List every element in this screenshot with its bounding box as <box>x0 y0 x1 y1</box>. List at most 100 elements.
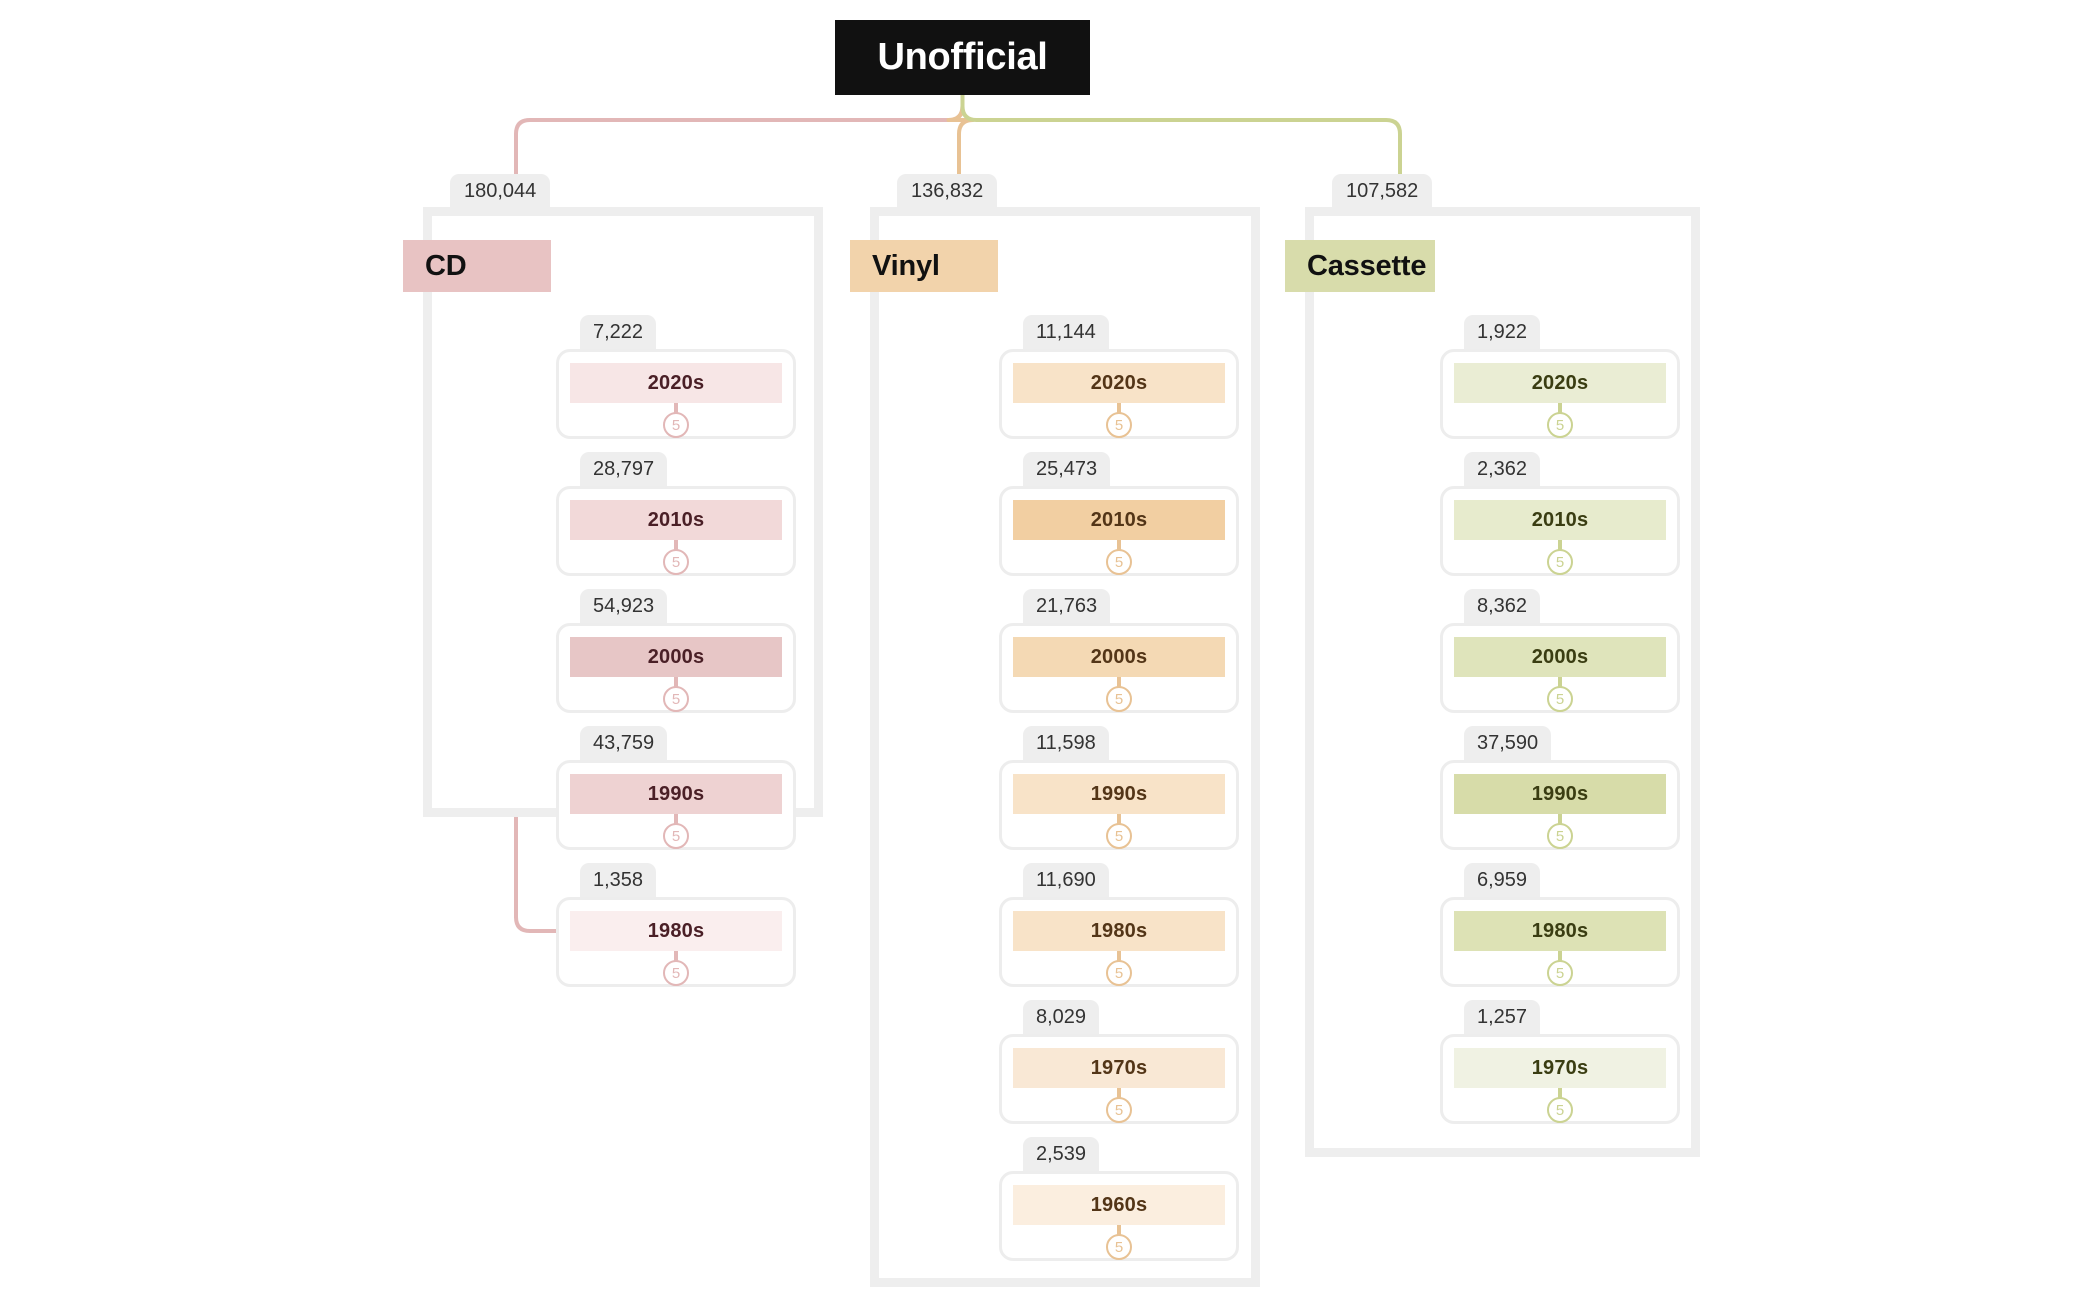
decade-count-badge: 7,222 <box>580 315 657 351</box>
leaf-connector-stem <box>1117 403 1121 413</box>
decade-count-badge: 43,759 <box>580 726 668 762</box>
decade-label: 2010s <box>647 508 705 531</box>
leaf-count-badge[interactable]: 5 <box>1106 686 1132 712</box>
leaf-connector-stem <box>674 540 678 550</box>
leaf-count-badge[interactable]: 5 <box>663 960 689 986</box>
leaf-connector-stem <box>1117 951 1121 961</box>
decade-label: 2010s <box>1090 508 1148 531</box>
leaf-connector-stem <box>1558 814 1562 824</box>
decade-value-bar[interactable]: 1990s <box>1013 774 1225 814</box>
leaf-count-badge[interactable]: 5 <box>1547 823 1573 849</box>
decade-label: 1990s <box>1531 782 1589 805</box>
category-total-badge-cassette: 107,582 <box>1332 174 1433 210</box>
category-header-vinyl[interactable]: Vinyl <box>850 240 998 292</box>
category-total-badge-vinyl: 136,832 <box>897 174 998 210</box>
root-node[interactable]: Unofficial <box>835 20 1090 95</box>
decade-label: 2020s <box>1090 371 1148 394</box>
decade-count-badge: 11,690 <box>1023 863 1109 899</box>
decade-label: 2020s <box>647 371 705 394</box>
decade-count-badge: 37,590 <box>1464 726 1552 762</box>
decade-label: 1960s <box>1090 1193 1148 1216</box>
leaf-connector-stem <box>1558 677 1562 687</box>
decade-value-bar[interactable]: 1980s <box>570 911 782 951</box>
leaf-count-badge[interactable]: 5 <box>1106 823 1132 849</box>
leaf-connector-stem <box>674 951 678 961</box>
leaf-count-badge[interactable]: 5 <box>1106 1097 1132 1123</box>
decade-label: 1980s <box>1531 919 1589 942</box>
leaf-connector-stem <box>1117 1088 1121 1098</box>
decade-value-bar[interactable]: 2000s <box>1454 637 1666 677</box>
decade-value-bar[interactable]: 1980s <box>1013 911 1225 951</box>
decade-value-bar[interactable]: 2010s <box>1013 500 1225 540</box>
decade-label: 2000s <box>1090 645 1148 668</box>
decade-label: 1970s <box>1531 1056 1589 1079</box>
decade-count-badge: 54,923 <box>580 589 668 625</box>
decade-label: 1980s <box>1090 919 1148 942</box>
decade-value-bar[interactable]: 2020s <box>1454 363 1666 403</box>
decade-count-badge: 6,959 <box>1464 863 1541 899</box>
decade-value-bar[interactable]: 1990s <box>1454 774 1666 814</box>
leaf-connector-stem <box>1117 1225 1121 1235</box>
decade-value-bar[interactable]: 2010s <box>1454 500 1666 540</box>
decade-label: 1980s <box>647 919 705 942</box>
decade-value-bar[interactable]: 2000s <box>1013 637 1225 677</box>
leaf-count-badge[interactable]: 5 <box>1547 412 1573 438</box>
leaf-count-badge[interactable]: 5 <box>663 549 689 575</box>
decade-label: 2000s <box>1531 645 1589 668</box>
decade-label: 1990s <box>647 782 705 805</box>
decade-count-badge: 28,797 <box>580 452 668 488</box>
decade-count-badge: 8,362 <box>1464 589 1541 625</box>
decade-count-badge: 2,539 <box>1023 1137 1100 1173</box>
decade-label: 2010s <box>1531 508 1589 531</box>
category-total-badge-cd: 180,044 <box>450 174 551 210</box>
decade-count-badge: 11,598 <box>1023 726 1109 762</box>
category-header-cassette[interactable]: Cassette <box>1285 240 1435 292</box>
leaf-connector-stem <box>1117 677 1121 687</box>
decade-count-badge: 1,358 <box>580 863 657 899</box>
leaf-connector-stem <box>1117 540 1121 550</box>
leaf-count-badge[interactable]: 5 <box>1106 1234 1132 1260</box>
decade-count-badge: 8,029 <box>1023 1000 1100 1036</box>
decade-value-bar[interactable]: 1970s <box>1454 1048 1666 1088</box>
leaf-count-badge[interactable]: 5 <box>1547 686 1573 712</box>
category-header-cd[interactable]: CD <box>403 240 551 292</box>
decade-count-badge: 2,362 <box>1464 452 1541 488</box>
decade-value-bar[interactable]: 2010s <box>570 500 782 540</box>
decade-value-bar[interactable]: 1980s <box>1454 911 1666 951</box>
leaf-count-badge[interactable]: 5 <box>663 686 689 712</box>
leaf-count-badge[interactable]: 5 <box>663 823 689 849</box>
leaf-connector-stem <box>674 814 678 824</box>
decade-label: 2020s <box>1531 371 1589 394</box>
category-header-label: Vinyl <box>872 249 940 282</box>
decade-value-bar[interactable]: 1970s <box>1013 1048 1225 1088</box>
leaf-count-badge[interactable]: 5 <box>1106 412 1132 438</box>
leaf-count-badge[interactable]: 5 <box>1106 960 1132 986</box>
decade-value-bar[interactable]: 2000s <box>570 637 782 677</box>
decade-count-badge: 21,763 <box>1023 589 1111 625</box>
category-header-label: CD <box>425 249 467 282</box>
decade-count-badge: 11,144 <box>1023 315 1109 351</box>
decade-label: 1970s <box>1090 1056 1148 1079</box>
decade-label: 2000s <box>647 645 705 668</box>
decade-value-bar[interactable]: 1990s <box>570 774 782 814</box>
category-header-label: Cassette <box>1307 249 1427 282</box>
decade-count-badge: 1,922 <box>1464 315 1541 351</box>
leaf-count-badge[interactable]: 5 <box>1547 549 1573 575</box>
decade-value-bar[interactable]: 2020s <box>570 363 782 403</box>
leaf-connector-stem <box>674 403 678 413</box>
leaf-connector-stem <box>1558 951 1562 961</box>
leaf-connector-stem <box>1558 540 1562 550</box>
decade-count-badge: 1,257 <box>1464 1000 1541 1036</box>
leaf-count-badge[interactable]: 5 <box>1547 1097 1573 1123</box>
leaf-connector-stem <box>1117 814 1121 824</box>
decade-value-bar[interactable]: 1960s <box>1013 1185 1225 1225</box>
leaf-count-badge[interactable]: 5 <box>1547 960 1573 986</box>
decade-value-bar[interactable]: 2020s <box>1013 363 1225 403</box>
decade-count-badge: 25,473 <box>1023 452 1111 488</box>
leaf-connector-stem <box>1558 1088 1562 1098</box>
leaf-count-badge[interactable]: 5 <box>1106 549 1132 575</box>
root-node-label: Unofficial <box>877 36 1048 78</box>
leaf-count-badge[interactable]: 5 <box>663 412 689 438</box>
leaf-connector-stem <box>1558 403 1562 413</box>
